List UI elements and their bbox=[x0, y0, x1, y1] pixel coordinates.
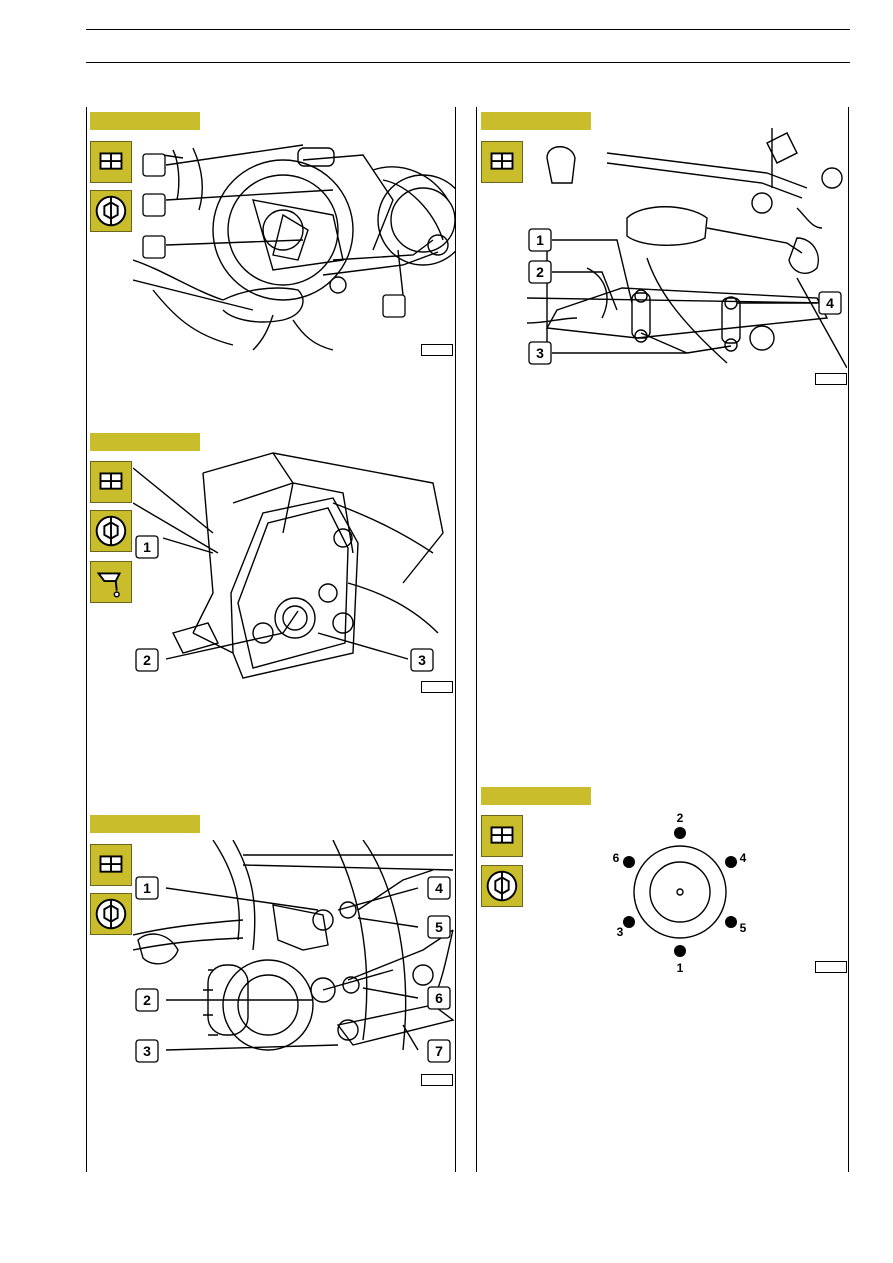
lower-arm-illustration: 1 2 3 4 5 6 7 bbox=[133, 840, 455, 1063]
wheel-nut-6 bbox=[623, 856, 635, 868]
callout-label: 1 bbox=[143, 539, 151, 555]
figure-title-bar bbox=[90, 815, 200, 833]
callout-label: 3 bbox=[536, 345, 544, 361]
sequence-label: 6 bbox=[613, 851, 620, 865]
callout-label: 2 bbox=[536, 264, 544, 280]
figure-number-box bbox=[421, 344, 453, 356]
box-grid-icon bbox=[481, 815, 523, 857]
sequence-label: 2 bbox=[677, 811, 684, 825]
callout-label: 3 bbox=[143, 1043, 151, 1059]
sequence-label: 4 bbox=[740, 851, 747, 865]
figure-number-box bbox=[815, 961, 847, 973]
figure-title-bar bbox=[481, 787, 591, 805]
callout-label: 1 bbox=[536, 232, 544, 248]
callout-label: 4 bbox=[435, 880, 443, 896]
steering-box-bracket-illustration: 1 2 3 bbox=[133, 452, 444, 679]
right-column-border bbox=[848, 107, 849, 1172]
left-column-border bbox=[86, 107, 87, 1172]
callout-label: 1 bbox=[143, 880, 151, 896]
callout-label: 2 bbox=[143, 992, 151, 1008]
sequence-label: 3 bbox=[617, 925, 624, 939]
column-divider-left bbox=[455, 107, 456, 1172]
tie-rod-illustration: 1 2 3 4 bbox=[527, 128, 847, 368]
figure-number-box bbox=[421, 681, 453, 693]
oil-can-icon bbox=[90, 561, 132, 603]
figure-title-bar bbox=[90, 112, 200, 130]
callout-label: 3 bbox=[418, 652, 426, 668]
hex-bolt-icon bbox=[481, 865, 523, 907]
wheel-nut-3 bbox=[623, 916, 635, 928]
box-grid-icon bbox=[90, 141, 132, 183]
figure-number-box bbox=[421, 1074, 453, 1086]
wheel-nut-5 bbox=[725, 916, 737, 928]
callout-label: 6 bbox=[435, 990, 443, 1006]
callout-label: 7 bbox=[435, 1043, 443, 1059]
wheel-nut-sequence-diagram: 1 2 3 4 5 6 bbox=[613, 811, 747, 975]
figure-title-bar bbox=[90, 433, 200, 451]
hex-bolt-icon bbox=[90, 510, 132, 552]
hex-bolt-icon bbox=[90, 190, 132, 232]
wheel-nut-4 bbox=[725, 856, 737, 868]
wheel-nut-1 bbox=[674, 945, 686, 957]
column-divider-right bbox=[476, 107, 477, 1172]
sequence-label: 5 bbox=[740, 921, 747, 935]
figure-number-box bbox=[815, 373, 847, 385]
callout-label: 5 bbox=[435, 919, 443, 935]
sequence-label: 1 bbox=[677, 961, 684, 975]
callout-label: 2 bbox=[143, 652, 151, 668]
box-grid-icon bbox=[90, 461, 132, 503]
box-grid-icon bbox=[481, 141, 523, 183]
hex-bolt-icon bbox=[90, 893, 132, 935]
brake-caliper-illustration bbox=[133, 144, 455, 351]
header-bottom-rule bbox=[86, 62, 850, 63]
figure-title-bar bbox=[481, 112, 591, 130]
wheel-nut-2 bbox=[674, 827, 686, 839]
box-grid-icon bbox=[90, 844, 132, 886]
header-top-rule bbox=[86, 29, 850, 30]
callout-label: 4 bbox=[826, 295, 834, 311]
